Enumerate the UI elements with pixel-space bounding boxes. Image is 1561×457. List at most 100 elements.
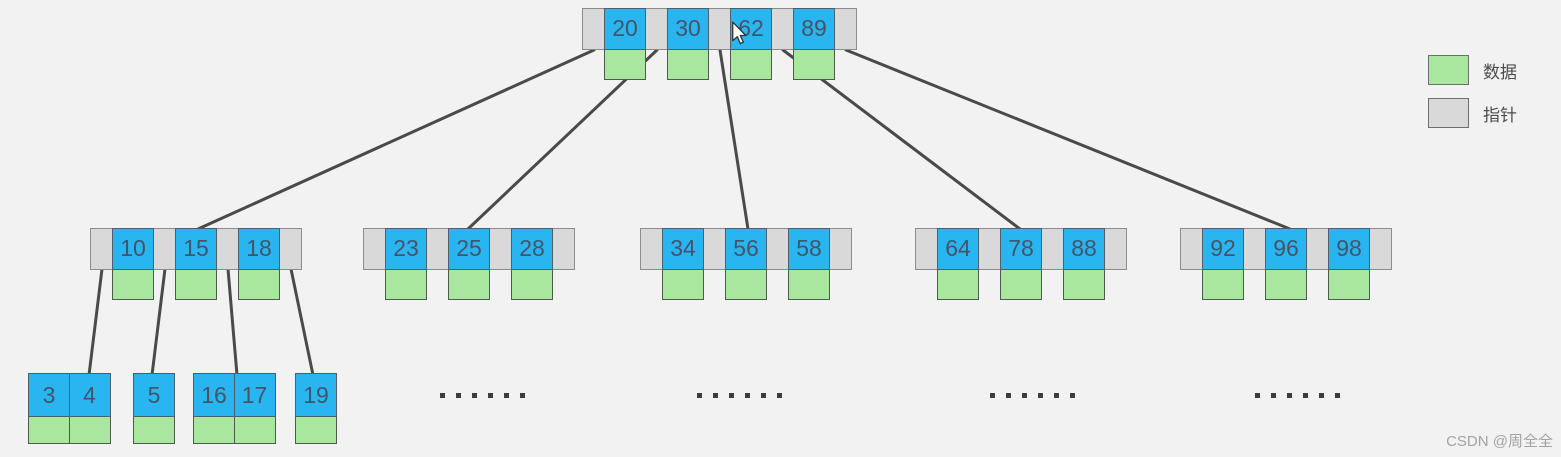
data-cell (233, 417, 276, 444)
key-column: 34 (662, 227, 704, 300)
internal-node-3: 34 56 58 (640, 227, 852, 300)
data-cell (937, 269, 979, 300)
ellipsis-dot (761, 393, 766, 398)
key-column: 56 (725, 227, 767, 300)
ellipsis-dot (1335, 393, 1340, 398)
data-cell (28, 417, 70, 444)
pointer-cell (154, 229, 175, 267)
key-column: 19 (295, 373, 337, 444)
ellipsis-group-3 (990, 393, 1075, 398)
leaf-node-2: 5 (133, 373, 175, 444)
pointer-cell (364, 229, 385, 267)
key-cell: 89 (793, 7, 835, 50)
key-cell: 20 (604, 7, 646, 50)
pointer-cell (280, 229, 301, 267)
pointer-cell (1181, 229, 1202, 267)
ellipsis-dot (1006, 393, 1011, 398)
key-cell: 98 (1328, 227, 1370, 270)
data-cell (193, 417, 235, 444)
key-column: 78 (1000, 227, 1042, 300)
ellipsis-dot (745, 393, 750, 398)
ellipsis-dot (1303, 393, 1308, 398)
ellipsis-dot (1271, 393, 1276, 398)
ellipsis-group-1 (440, 393, 525, 398)
key-cell: 28 (511, 227, 553, 270)
internal-node-2: 23 25 28 (363, 227, 575, 300)
ellipsis-dot (697, 393, 702, 398)
key-cell: 3 (28, 373, 70, 417)
data-cell (68, 417, 111, 444)
pointer-cell (1042, 229, 1063, 267)
pointer-cell (646, 9, 667, 47)
key-column: 18 (238, 227, 280, 300)
pointer-cell (704, 229, 725, 267)
data-cell (1202, 269, 1244, 300)
data-cell (604, 49, 646, 80)
pointer-cell (553, 229, 574, 267)
key-column: 23 (385, 227, 427, 300)
key-cell: 17 (233, 373, 276, 417)
key-column: 25 (448, 227, 490, 300)
key-cell: 58 (788, 227, 830, 270)
ellipsis-dot (504, 393, 509, 398)
key-column: 89 (793, 7, 835, 80)
pointer-cell (767, 229, 788, 267)
key-column: 10 (112, 227, 154, 300)
mouse-cursor-icon (732, 21, 747, 45)
pointer-cell (91, 229, 112, 267)
data-cell (448, 269, 490, 300)
pointer-cell (1244, 229, 1265, 267)
ellipsis-dot (1319, 393, 1324, 398)
data-cell (1265, 269, 1307, 300)
pointer-cell (830, 229, 851, 267)
key-column: 30 (667, 7, 709, 80)
ellipsis-dot (713, 393, 718, 398)
pointer-cell (641, 229, 662, 267)
key-column: 20 (604, 7, 646, 80)
key-column: 5 (133, 373, 175, 444)
key-column: 17 (233, 373, 276, 444)
pointer-cell (979, 229, 1000, 267)
legend-item-data: 数据 (1428, 55, 1517, 85)
key-cell: 88 (1063, 227, 1105, 270)
root-node: 20 30 62 89 (582, 7, 857, 80)
ellipsis-dot (1022, 393, 1027, 398)
legend-label-pointer: 指针 (1483, 105, 1517, 125)
legend-item-pointer: 指针 (1428, 98, 1517, 128)
pointer-cell (217, 229, 238, 267)
key-column: 62 (730, 7, 772, 80)
ellipsis-dot (1070, 393, 1075, 398)
data-cell (385, 269, 427, 300)
pointer-cell (1370, 229, 1391, 267)
pointer-cell (490, 229, 511, 267)
ellipsis-dot (488, 393, 493, 398)
data-cell (295, 417, 337, 444)
ellipsis-dot (1255, 393, 1260, 398)
key-column: 3 (28, 373, 70, 444)
key-cell: 10 (112, 227, 154, 270)
ellipsis-dot (777, 393, 782, 398)
data-swatch (1428, 55, 1469, 85)
key-cell: 92 (1202, 227, 1244, 270)
pointer-cell (709, 9, 730, 47)
ellipsis-dot (456, 393, 461, 398)
pointer-cell (1307, 229, 1328, 267)
data-cell (725, 269, 767, 300)
key-cell: 19 (295, 373, 337, 417)
data-cell (112, 269, 154, 300)
ellipsis-dot (1287, 393, 1292, 398)
key-cell: 4 (68, 373, 111, 417)
internal-node-5: 92 96 98 (1180, 227, 1392, 300)
leaf-node-4: 19 (295, 373, 337, 444)
data-cell (238, 269, 280, 300)
key-column: 16 (193, 373, 235, 444)
ellipsis-dot (990, 393, 995, 398)
pointer-cell (1105, 229, 1126, 267)
pointer-cell (916, 229, 937, 267)
key-column: 96 (1265, 227, 1307, 300)
key-cell: 5 (133, 373, 175, 417)
pointer-cell (772, 9, 793, 47)
